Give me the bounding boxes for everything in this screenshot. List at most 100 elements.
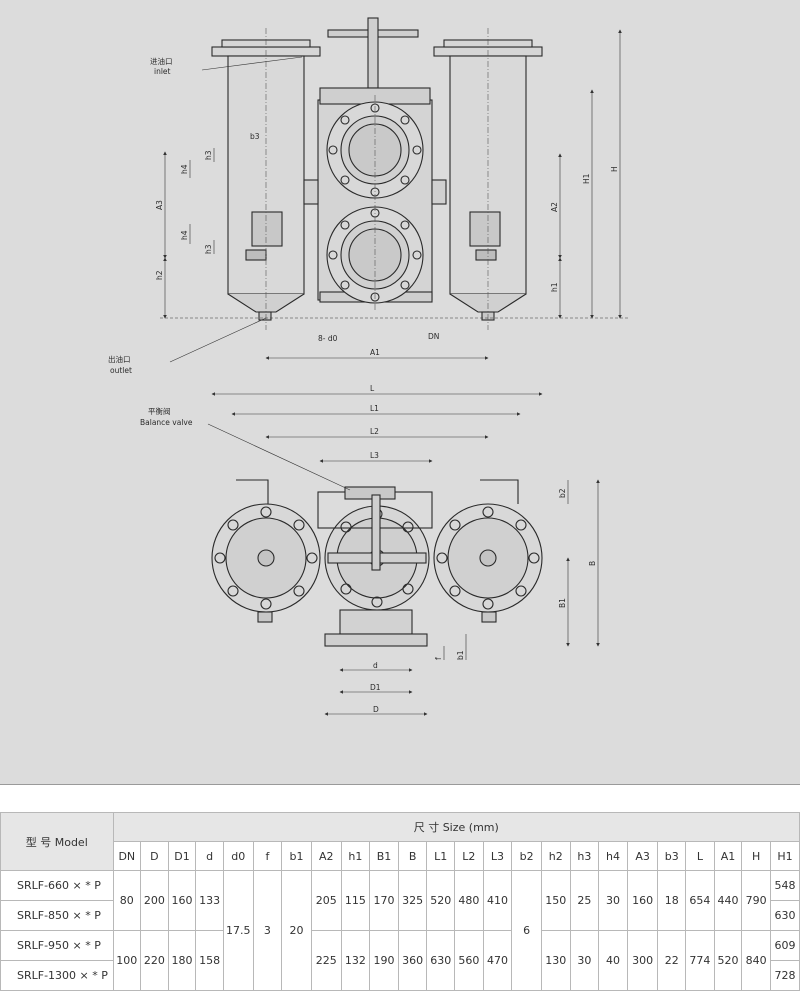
table-cell: 654	[685, 870, 715, 931]
b2-label: b2	[558, 488, 567, 498]
table-cell: 160	[626, 870, 659, 931]
column-header: b1	[281, 841, 312, 871]
table-cell: 325	[397, 870, 428, 931]
model-cell: SRLF-950 × * P	[0, 930, 114, 961]
table-cell: 609	[769, 930, 800, 961]
table-cell: 160	[167, 870, 197, 931]
column-header: DN	[112, 841, 142, 871]
table-cell: 225	[310, 930, 342, 991]
table-cell: 205	[310, 870, 342, 931]
column-header: A3	[626, 841, 659, 871]
table-cell: 100	[112, 930, 142, 991]
column-header: h1	[340, 841, 371, 871]
f-label: f	[434, 657, 443, 660]
column-header: L2	[454, 841, 484, 871]
h2-label: h2	[155, 270, 164, 280]
table-cell: 630	[426, 930, 456, 991]
column-header: h2	[540, 841, 571, 871]
table-cell: 360	[397, 930, 428, 991]
table-cell: 18	[657, 870, 687, 931]
model-cell: SRLF-850 × * P	[0, 900, 114, 931]
outlet-pipe	[339, 609, 413, 635]
b1-label: B1	[558, 598, 567, 608]
table-cell: 630	[769, 900, 800, 931]
a2-label: A2	[550, 202, 559, 212]
column-header: f	[252, 841, 283, 871]
table-cell: 30	[569, 930, 600, 991]
table-cell: 25	[569, 870, 600, 931]
h3-top-label: h3	[204, 150, 213, 160]
top-view	[207, 392, 600, 716]
h4-top-label: h4	[180, 164, 189, 174]
table-cell: 158	[195, 930, 224, 991]
table-cell: 220	[140, 930, 169, 991]
left-pressure-indicator	[251, 211, 283, 247]
inlet-label-en: inlet	[154, 67, 171, 76]
column-header: b3	[657, 841, 687, 871]
table-cell: 132	[340, 930, 371, 991]
table-cell: 410	[482, 870, 513, 931]
column-header: H1	[769, 841, 800, 871]
column-header: H	[741, 841, 771, 871]
column-header: L1	[426, 841, 456, 871]
bolt-label: 8- d0	[318, 334, 338, 343]
table-cell: 17.5	[222, 870, 254, 991]
b1-small-label: b1	[456, 650, 465, 660]
inlet-label-cn: 进油口	[150, 56, 173, 66]
table-cell: 440	[713, 870, 743, 931]
h4-bottom-label: h4	[180, 230, 189, 240]
outlet-label-cn: 出油口	[108, 354, 131, 364]
table-cell: 300	[626, 930, 659, 991]
table-cell: 150	[540, 870, 571, 931]
table-cell: 200	[140, 870, 169, 931]
table-cell: 130	[540, 930, 571, 991]
model-cell: SRLF-660 × * P	[0, 870, 114, 901]
table-cell: 728	[769, 960, 800, 991]
table-cell: 180	[167, 930, 197, 991]
column-header: D	[140, 841, 169, 871]
column-header: L	[685, 841, 715, 871]
table-cell: 470	[482, 930, 513, 991]
table-cell: 40	[598, 930, 628, 991]
left-filter-disc	[211, 503, 321, 613]
column-header: d0	[222, 841, 254, 871]
l1-label: L1	[370, 404, 379, 413]
table-cell: 480	[454, 870, 484, 931]
b3-label: b3	[250, 132, 260, 141]
table-cell: 190	[369, 930, 399, 991]
h1-label: H1	[582, 173, 591, 184]
b-label: B	[588, 561, 597, 566]
a1-label: A1	[370, 348, 380, 357]
h3-bottom-label: h3	[204, 244, 213, 254]
table-row: SRLF-850 × * P 630	[0, 900, 800, 931]
outlet-label-en: outlet	[110, 366, 132, 375]
column-header: A1	[713, 841, 743, 871]
drawing-panel: 进油口 inlet 出油口 outlet 8- d0 DN A1 H H1 A2…	[0, 0, 800, 785]
balance-valve-label-cn: 平衡阀	[148, 406, 171, 416]
table-cell: 520	[426, 870, 456, 931]
table-row: SRLF-1300 × * P 728	[0, 960, 800, 991]
d1-label: D1	[370, 683, 381, 692]
l3-label: L3	[370, 451, 379, 460]
column-header: D1	[167, 841, 197, 871]
table-cell: 22	[657, 930, 687, 991]
model-cell: SRLF-1300 × * P	[0, 960, 114, 991]
d-big-label: D	[373, 705, 379, 714]
column-header: d	[195, 841, 224, 871]
balance-valve[interactable]	[344, 486, 396, 500]
size-header: 尺 寸 Size (mm)	[112, 812, 800, 842]
l-label: L	[370, 384, 375, 393]
table-cell: 115	[340, 870, 371, 931]
column-header: B	[397, 841, 428, 871]
table-cell: 80	[112, 870, 142, 931]
table-cell: 548	[769, 870, 800, 901]
h-label: H	[610, 166, 619, 172]
a3-label: A3	[155, 200, 164, 210]
table-cell: 774	[685, 930, 715, 991]
table-cell: 840	[741, 930, 771, 991]
